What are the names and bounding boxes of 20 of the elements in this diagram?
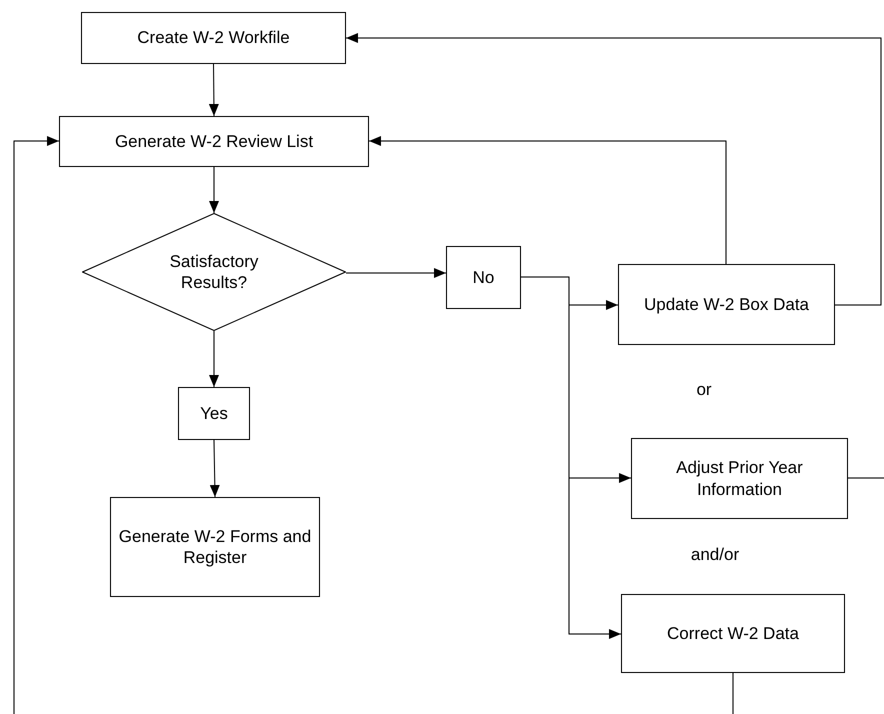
note-text: or	[696, 380, 712, 400]
process-box: Create W-2 Workfile	[81, 12, 346, 64]
arrow	[14, 136, 60, 714]
arrow	[210, 440, 220, 498]
process-box: Adjust Prior Year Information	[631, 438, 848, 519]
arrow	[368, 136, 726, 264]
process-box: Correct W-2 Data	[621, 594, 845, 673]
arrow	[346, 268, 446, 278]
arrow	[346, 33, 882, 306]
process-box: Yes	[178, 387, 250, 440]
process-box: Generate W-2 Forms and Register	[110, 497, 320, 597]
arrow	[209, 330, 219, 388]
process-box: Generate W-2 Review List	[59, 116, 369, 167]
connector-line	[732, 672, 734, 714]
process-box: Update W-2 Box Data	[618, 264, 835, 345]
note-text: and/or	[690, 545, 740, 565]
decision-diamond: Satisfactory Results?	[82, 213, 346, 331]
arrow	[209, 166, 219, 214]
arrow	[208, 64, 219, 116]
process-box: No	[446, 246, 521, 309]
